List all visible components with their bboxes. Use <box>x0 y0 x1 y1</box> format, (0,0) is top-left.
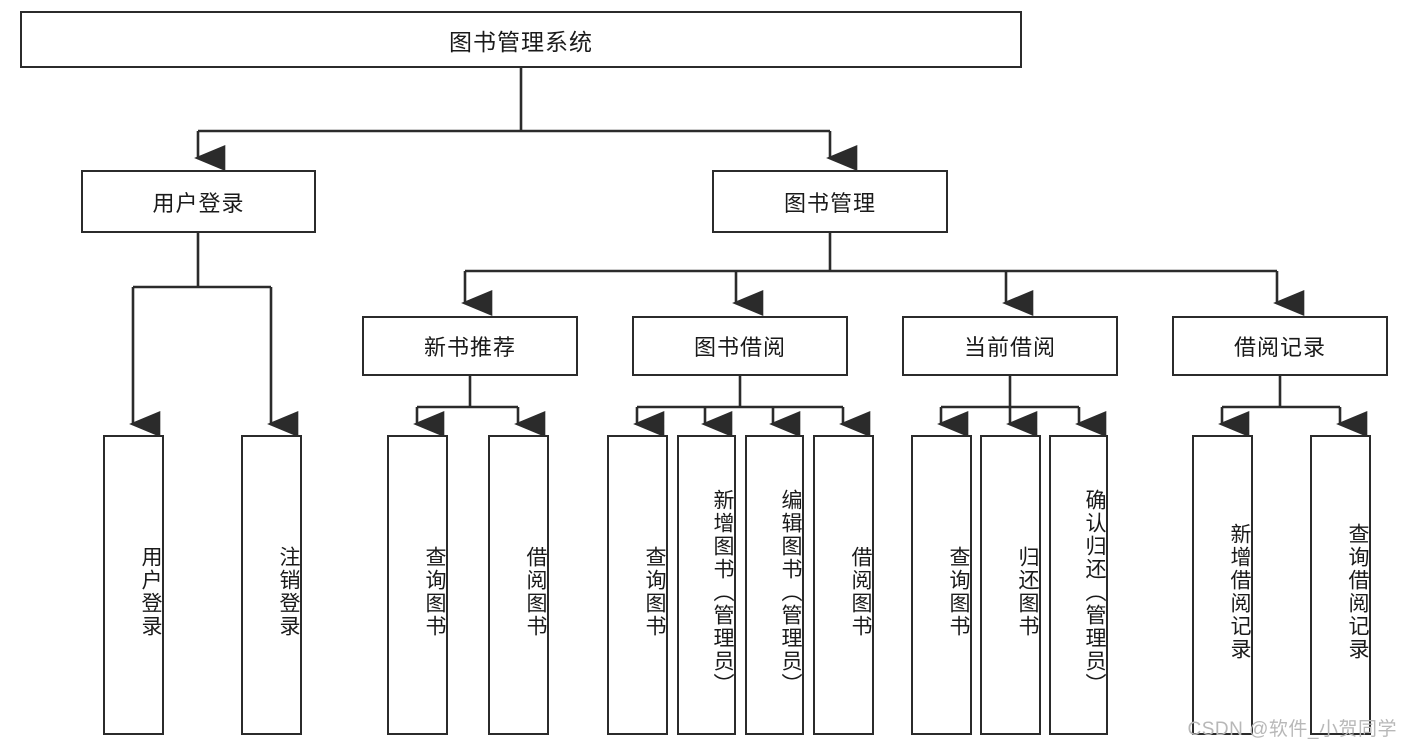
node-label: 归还图书 <box>1016 546 1039 638</box>
leaf-query-book-borrow[interactable]: 查询图书 <box>607 435 668 735</box>
node-label: 查询图书 <box>423 546 446 638</box>
node-label: 图书管理系统 <box>449 28 593 55</box>
node-borrow-records[interactable]: 借阅记录 <box>1172 316 1388 376</box>
node-label: 借阅图书 <box>849 546 872 638</box>
leaf-query-book-current[interactable]: 查询图书 <box>911 435 972 735</box>
node-label: 图书借阅 <box>693 335 786 360</box>
watermark: CSDN @软件_小贺同学 <box>1187 719 1397 740</box>
node-book-management[interactable]: 图书管理 <box>712 170 948 233</box>
node-label: 新书推荐 <box>423 335 516 360</box>
node-user-login[interactable]: 用户登录 <box>81 170 316 233</box>
leaf-add-book-admin[interactable]: 新增图书（管理员） <box>677 435 736 735</box>
node-label: 当前借阅 <box>963 335 1056 360</box>
node-label: 查询图书 <box>947 546 970 638</box>
node-label: 用户登录 <box>152 190 245 216</box>
node-current-borrow[interactable]: 当前借阅 <box>902 316 1118 376</box>
node-root-library-system[interactable]: 图书管理系统 <box>20 11 1022 68</box>
node-book-borrow[interactable]: 图书借阅 <box>632 316 848 376</box>
node-label: 查询借阅记录 <box>1346 523 1369 661</box>
leaf-borrow-book[interactable]: 借阅图书 <box>813 435 874 735</box>
node-label: 编辑图书（管理员） <box>779 488 802 696</box>
node-label: 用户登录 <box>139 546 162 638</box>
node-label: 查询图书 <box>643 546 666 638</box>
leaf-borrow-book-recommend[interactable]: 借阅图书 <box>488 435 549 735</box>
node-label: 新增借阅记录 <box>1228 523 1251 661</box>
leaf-confirm-return-admin[interactable]: 确认归还（管理员） <box>1049 435 1108 735</box>
node-new-book-recommend[interactable]: 新书推荐 <box>362 316 578 376</box>
node-label: 借阅记录 <box>1233 335 1326 360</box>
leaf-query-borrow-record[interactable]: 查询借阅记录 <box>1310 435 1371 735</box>
leaf-user-login[interactable]: 用户登录 <box>103 435 164 735</box>
leaf-query-book-recommend[interactable]: 查询图书 <box>387 435 448 735</box>
leaf-add-borrow-record[interactable]: 新增借阅记录 <box>1192 435 1253 735</box>
node-label: 图书管理 <box>783 190 876 216</box>
node-label: 注销登录 <box>277 546 300 638</box>
node-label: 确认归还（管理员） <box>1083 488 1106 696</box>
leaf-return-book[interactable]: 归还图书 <box>980 435 1041 735</box>
leaf-logout[interactable]: 注销登录 <box>241 435 302 735</box>
node-label: 新增图书（管理员） <box>711 488 734 696</box>
node-label: 借阅图书 <box>524 546 547 638</box>
leaf-edit-book-admin[interactable]: 编辑图书（管理员） <box>745 435 804 735</box>
